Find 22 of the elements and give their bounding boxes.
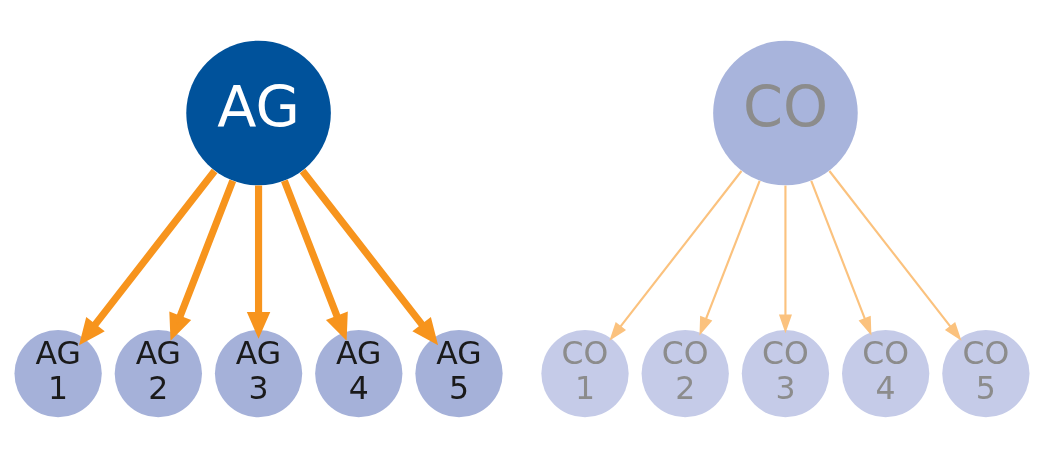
node-circle: AG 5: [415, 329, 503, 417]
node-circle: AG 4: [315, 329, 403, 417]
arrow: [778, 185, 792, 333]
arrow: [828, 169, 962, 341]
node-circle: AG 2: [114, 329, 202, 417]
arrow: [699, 179, 761, 336]
node-circle: AG: [186, 40, 331, 185]
node-circle: CO 5: [942, 329, 1030, 417]
node-circle: CO 1: [541, 329, 629, 417]
arrow: [810, 179, 872, 336]
arrow: [169, 179, 237, 341]
node-circle: CO: [713, 40, 858, 185]
node-circle: CO 4: [842, 329, 930, 417]
arrow: [246, 185, 271, 339]
node-circle: CO 3: [741, 329, 830, 417]
node-circle: CO 2: [641, 329, 729, 417]
arrow: [281, 179, 348, 341]
node-circle: AG 1: [14, 329, 102, 417]
arrow: [79, 168, 218, 345]
node-circle: AG 3: [214, 329, 303, 417]
arrow: [299, 168, 439, 345]
arrow: [609, 169, 743, 341]
